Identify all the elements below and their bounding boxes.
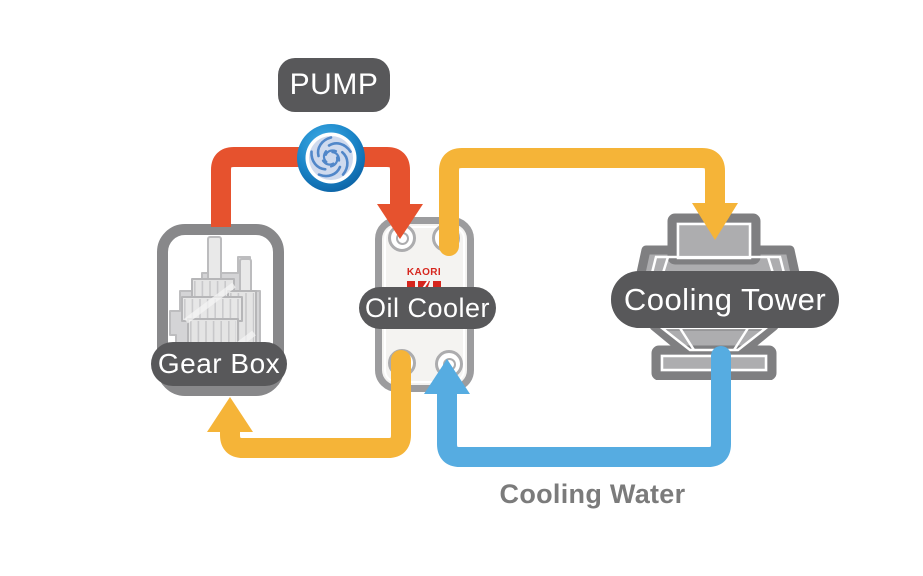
cooling-tower-label: Cooling Tower (611, 271, 839, 328)
kaori-brand-text: KAORI (406, 267, 442, 278)
oil-cooler-port-top-right (432, 224, 460, 252)
pump-label: PUMP (278, 58, 390, 112)
oil-cooler-port-top-left (388, 224, 416, 252)
oil-cooler-port-bottom-left (388, 349, 416, 377)
pump-icon (297, 124, 365, 192)
oil-cooler-port-bottom-right (435, 350, 463, 378)
gear-box-label: Gear Box (151, 342, 287, 386)
oil-cooler-label: Oil Cooler (359, 287, 496, 329)
cooling-water-annotation: Cooling Water (499, 479, 686, 509)
cooled-oil-arrowhead-icon (207, 397, 253, 432)
